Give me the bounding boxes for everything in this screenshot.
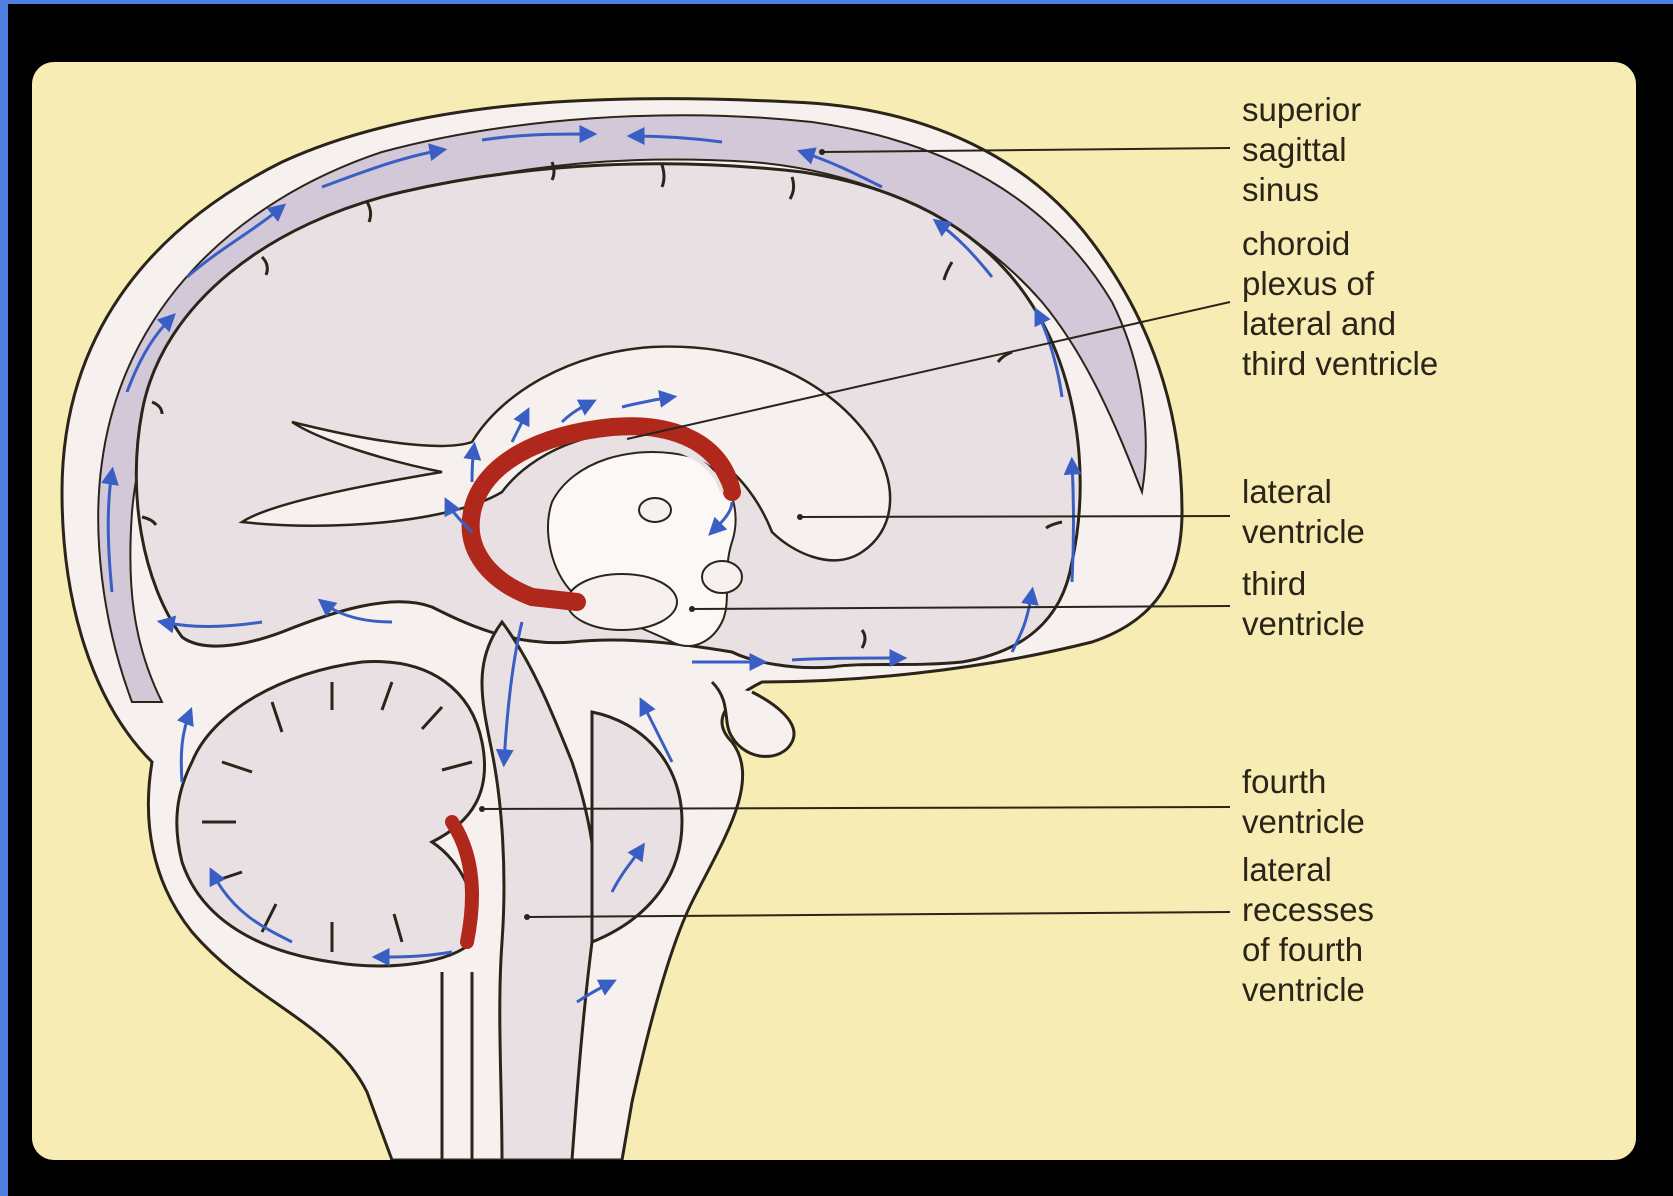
- diagram-slide: superior sagittal sinus choroid plexus o…: [32, 62, 1636, 1160]
- leader-lateral-ventricle: [800, 516, 1230, 517]
- label-fourth-ventricle: fourth ventricle: [1242, 762, 1365, 842]
- interthalamic-adhesion: [639, 498, 671, 522]
- label-lateral-recesses: lateral recesses of fourth ventricle: [1242, 850, 1374, 1010]
- slide-frame: superior sagittal sinus choroid plexus o…: [8, 4, 1673, 1196]
- label-lateral-ventricle: lateral ventricle: [1242, 472, 1365, 552]
- label-superior-sagittal-sinus: superior sagittal sinus: [1242, 90, 1361, 210]
- label-third-ventricle: third ventricle: [1242, 564, 1365, 644]
- label-choroid-plexus: choroid plexus of lateral and third vent…: [1242, 224, 1438, 384]
- pineal-blob: [702, 561, 742, 593]
